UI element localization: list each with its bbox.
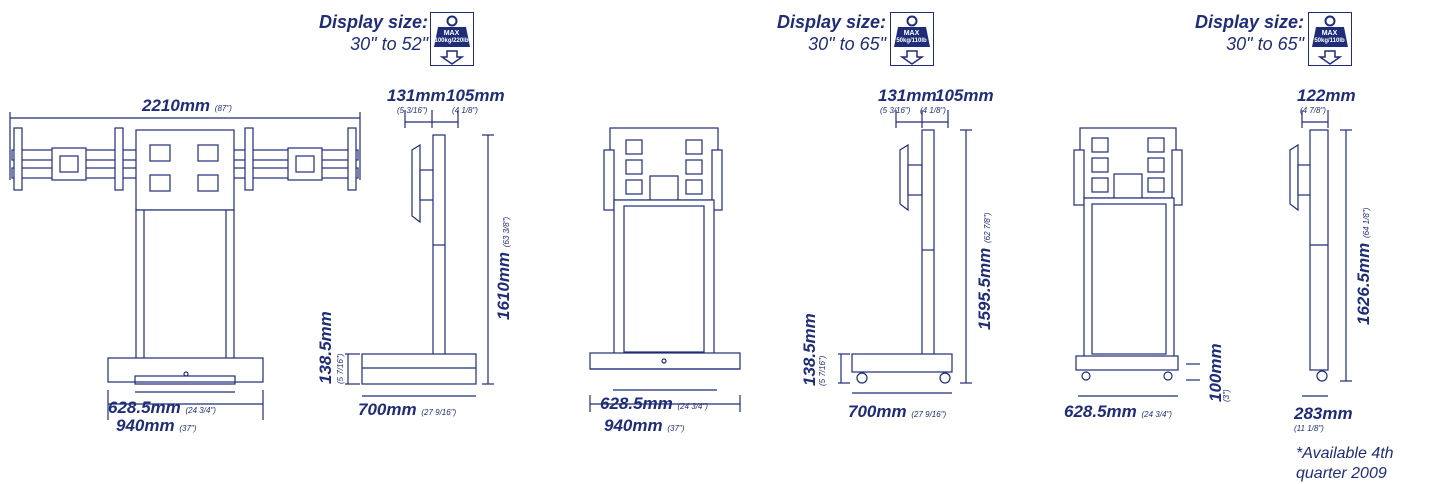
product-2-depth-b: 105mm	[935, 86, 994, 105]
product-2-height: 1595.5mm (62 7/8")	[975, 212, 994, 330]
product-1-depth-b: 105mm	[446, 86, 505, 105]
product-2-side-view	[838, 110, 972, 394]
product-3-height: 1626.5mm (64 1/8")	[1354, 207, 1373, 325]
product-2-base-outer: 940mm (37")	[604, 416, 685, 435]
product-2-depth-a-in: (5 3/16")	[880, 106, 911, 115]
product-1-front-view	[9, 112, 361, 420]
availability-note: *Available 4th quarter 2009	[1296, 445, 1394, 482]
product-1-weight-value: 100kg/220lb	[434, 38, 469, 44]
product-2-base-height-in: (5 7/16")	[818, 355, 827, 386]
product-3-depth-top-in: (4 7/8")	[1300, 106, 1326, 115]
product-1-base-height-in: (5 7/16")	[336, 353, 345, 384]
product-3-weight-value: 50kg/110lb	[1314, 38, 1345, 44]
product-3-weight-icon: MAX 50kg/110lb	[1308, 12, 1352, 66]
product-2-display-label: Display size:	[776, 12, 886, 32]
product-1-side-view	[345, 110, 494, 397]
product-1-depth-a-in: (5 3/16")	[397, 106, 428, 115]
product-2-depth-b-in: (4 1/8")	[920, 106, 946, 115]
product-2-weight-value: 50kg/110lb	[896, 38, 927, 44]
product-1-display-range: 30" to 52"	[350, 34, 428, 54]
product-1-base-depth: 700mm (27 9/16")	[358, 400, 457, 419]
product-1-depth-b-in: (4 1/8")	[452, 106, 478, 115]
product-2-display-range: 30" to 65"	[808, 34, 886, 54]
product-3-side-view	[1289, 110, 1352, 397]
product-1-width-total: 2210mm (87")	[142, 96, 232, 115]
product-2-weight-icon: MAX 50kg/110lb	[890, 12, 934, 66]
product-3-base-depth-in: (11 1/8")	[1294, 424, 1324, 433]
product-1-height: 1610mm (63 3/8")	[494, 216, 513, 320]
product-3-depth-top: 122mm	[1297, 86, 1356, 105]
product-1-base-height: 138.5mm	[316, 311, 335, 384]
product-3-weight-max: MAX	[1321, 30, 1338, 37]
product-2-front-view	[589, 127, 741, 412]
product-2-base-height: 138.5mm	[800, 313, 819, 386]
product-3-base-inner: 628.5mm (24 3/4")	[1064, 402, 1172, 421]
product-3-base-depth: 283mm	[1294, 404, 1353, 423]
product-2-weight-max: MAX	[903, 30, 920, 37]
product-1-weight-icon: MAX 100kg/220lb	[430, 12, 474, 66]
product-1-base-inner: 628.5mm (24 3/4")	[108, 398, 216, 417]
product-2-base-depth: 700mm (27 9/16")	[848, 402, 947, 421]
product-3-base-height-in: (3")	[1222, 389, 1231, 402]
product-1-base-outer: 940mm (37")	[116, 416, 197, 435]
product-1-depth-a: 131mm	[387, 86, 446, 105]
product-1-display-label: Display size:	[318, 12, 428, 32]
product-3-display-label: Display size:	[1194, 12, 1304, 32]
product-3-front-view	[1073, 127, 1200, 397]
product-3-display-range: 30" to 65"	[1226, 34, 1304, 54]
product-2-depth-a: 131mm	[878, 86, 937, 105]
product-1-weight-max: MAX	[443, 30, 460, 37]
product-2-base-inner: 628.5mm (24 3/4")	[600, 394, 708, 413]
